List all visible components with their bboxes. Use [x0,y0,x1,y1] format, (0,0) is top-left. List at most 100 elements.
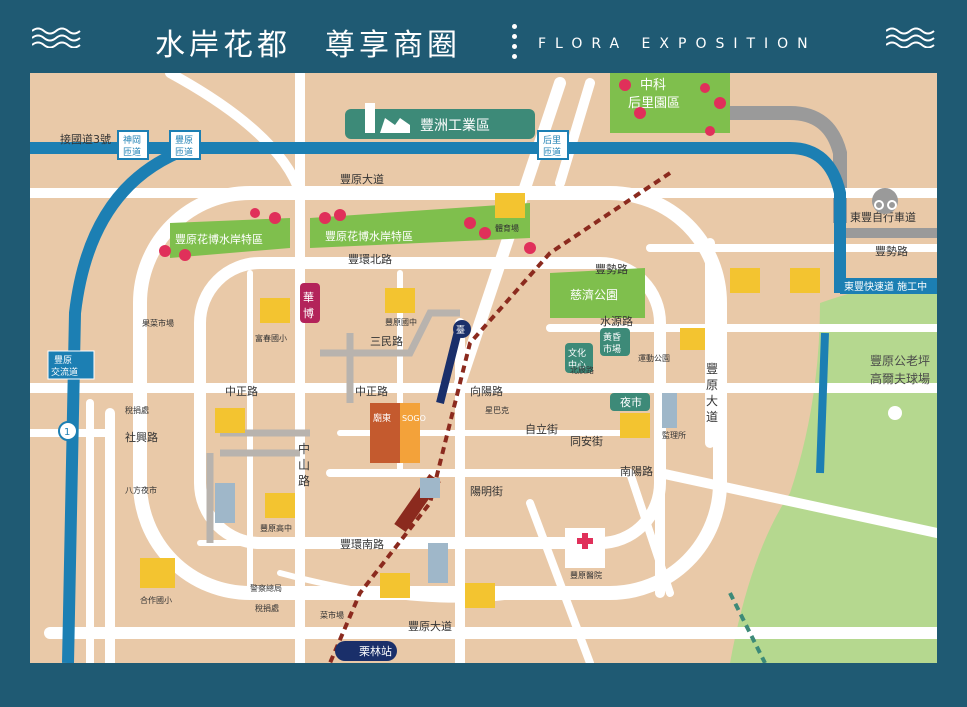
svg-text:原: 原 [706,378,718,392]
svg-text:豐原: 豐原 [175,135,193,146]
svg-text:匝道: 匝道 [175,146,193,158]
bike-road-line [720,108,937,238]
hospital-icon [565,528,605,568]
svg-text:道: 道 [706,410,718,424]
label-fengyuan-avenue-top: 豐原大道 [340,172,384,186]
wave-decoration-right [886,27,935,48]
label-fengshi-right: 豐勢路 [875,244,908,258]
label-zhongzheng-mid: 中正路 [355,385,388,398]
flora-park-mid-label: 豐原花博水岸特區 [325,229,413,243]
label-fengshi: 豐勢路 [595,262,628,276]
flora-park-west-label: 豐原花博水岸特區 [175,232,263,246]
poi-police: 警察總局 [250,583,282,593]
sogo-district: 廟東 SOGO [370,403,426,463]
page-title: 水岸花都 尊享商圈 [155,28,461,63]
poi-school-fuxing: 富春國小 [255,333,287,343]
inner-streets [206,309,460,543]
poi-ciyi: 北辰路 [570,365,594,375]
svg-text:東豐快速道 施工中: 東豐快速道 施工中 [844,280,927,293]
map-area: 豐洲工業區 中科 后里園區 豐原花博水岸特區 豐原花博水岸特區 慈濟公園 [30,73,937,663]
golf-flag-icon [888,406,902,420]
fengyuan-interchange: 豐原 交流道 [47,350,95,380]
label-fenghuan-south: 豐環南路 [340,538,384,551]
poi-tax: 稅捐處 [125,405,149,415]
svg-text:山: 山 [298,458,310,472]
railway-station-line [436,322,464,404]
label-xiangyang: 向陽路 [470,384,503,398]
svg-text:匝道: 匝道 [123,146,141,158]
label-fenghuan-north: 豐環北路 [348,253,392,266]
poi-hospital: 豐原醫院 [570,570,602,580]
poi-pool: 體育場 [495,223,519,233]
houli-park-label-1: 中科 [640,78,666,93]
svg-text:交流道: 交流道 [51,366,78,378]
lilin-station-label: 栗林站 [359,644,392,658]
svg-text:匝道: 匝道 [543,146,561,158]
flora-park-mid: 豐原花博水岸特區 [310,203,530,248]
label-zhongzheng-west: 中正路 [225,385,258,398]
vertical-road-labels: 中 山 路 豐 原 大 道 [298,362,718,488]
golf-label-1: 豐原公老坪 [870,354,930,368]
svg-text:神岡: 神岡 [123,134,141,146]
poi-market-1: 果菜市場 [142,318,174,328]
wave-decoration-left [32,27,81,48]
sogo-label: SOGO [402,414,426,423]
svg-text:豐原: 豐原 [54,355,72,366]
label-tongan: 同安街 [570,434,603,448]
huabo-label: 華 [303,291,314,304]
building-icons [215,393,677,583]
svg-text:文化: 文化 [568,347,586,359]
railway-station-marker: 臺 [453,320,471,338]
poi-starbucks: 星巴克 [485,406,509,415]
label-fengyuan-avenue-bottom: 豐原大道 [408,619,452,633]
svg-text:臺: 臺 [456,324,465,336]
svg-text:后里: 后里 [543,135,561,146]
label-shuiyuan: 水源路 [600,314,633,328]
road-network [30,73,937,663]
temple-label: 廟東 [373,412,391,424]
golf-course-area [730,282,937,663]
poi-school-high: 豐原高中 [260,523,292,533]
label-shexing: 社興路 [125,430,158,444]
poi-labels: 果菜市場 稅捐處 富春國小 豐原國中 體育場 豐原高中 合作國小 警察總局 稅捐… [125,223,686,620]
poi-school-middle: 豐原國中 [385,317,417,327]
poi-school-hefeng: 合作國小 [140,595,172,605]
label-bike-road: 東豐自行車道 [850,210,916,224]
svg-text:大: 大 [706,394,718,408]
night-market: 夜市 [610,393,650,411]
page-subtitle: FLORA EXPOSITION [538,36,817,52]
huabo-marker: 華 博 [300,283,320,323]
label-nanyang: 南陽路 [620,465,653,478]
poi-lib: 監理所 [662,430,686,440]
lilin-station-marker: 栗林站 [335,641,397,661]
flora-park-west: 豐原花博水岸特區 [170,218,290,258]
label-connect-3: 接國道3號 [60,132,111,146]
poi-market-3: 菜市場 [320,610,344,620]
industrial-area: 豐洲工業區 [345,103,535,139]
label-sanmin: 三民路 [370,335,403,348]
svg-text:1: 1 [64,427,70,438]
header: 水岸花都 尊享商圈 FLORA EXPOSITION [0,0,967,70]
east-expressway-label: 東豐快速道 施工中 [840,278,937,294]
svg-text:中心: 中心 [568,359,586,371]
industrial-label: 豐洲工業區 [420,118,490,134]
bicycle-icon [872,188,898,214]
poi-tax-2: 稅捐處 [255,603,279,613]
footer-band [0,663,967,707]
culture-center: 文化 中心 [565,343,593,373]
svg-text:黃昏: 黃昏 [603,331,621,343]
svg-text:豐: 豐 [706,362,718,376]
green-railway-dashed [728,592,767,663]
ciji-park: 慈濟公園 [550,268,645,318]
svg-text:市場: 市場 [603,343,621,355]
night-market-label: 夜市 [620,395,642,409]
school-icons [140,193,820,608]
road-labels: 豐原大道 豐環北路 中正路 中正路 豐環南路 豐原大道 向陽路 三民路 南陽路 … [60,132,916,633]
dots-decoration [512,24,518,64]
label-zili: 自立街 [525,422,558,436]
golf-label-2: 高爾夫球場 [870,371,930,386]
railway-dashed [328,171,672,663]
ramp-markers: 神岡 匝道 豐原 匝道 后里 匝道 [117,130,569,160]
highway-shield: 1 [58,421,78,441]
